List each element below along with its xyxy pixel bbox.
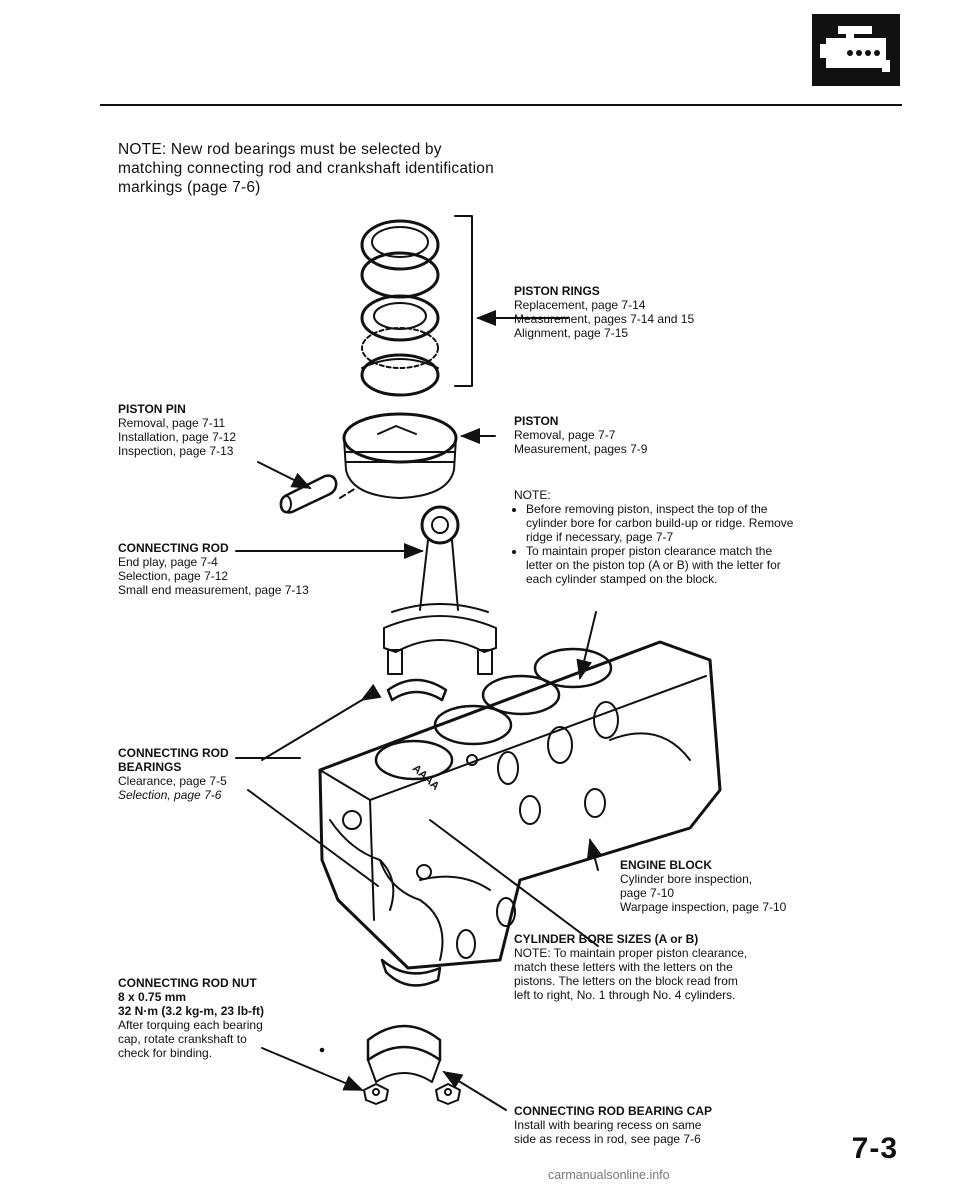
connecting-rod-drawing [383,505,497,675]
watermark: carmanualsonline.info [548,1168,670,1182]
piston-rings-label: PISTON RINGS Replacement, page 7-14 Meas… [514,284,695,340]
bearing-cap-label: CONNECTING ROD BEARING CAP Install with … [514,1104,713,1146]
engine-block-drawing [318,640,722,970]
piston-pin-drawing [279,474,338,514]
note-heading: NOTE: [514,488,551,502]
page-number: 7-3 [851,1132,898,1165]
piston-removal-note: NOTE: Before removing piston, inspect th… [514,488,794,586]
piston-pin-label: PISTON PIN Removal, page 7-11 Installati… [118,402,237,458]
header-rule [100,104,902,106]
engine-block-icon [812,14,900,86]
note-bullet: Before removing piston, inspect the top … [526,502,794,544]
note-bullet: To maintain proper piston clearance matc… [526,544,794,586]
top-note: NOTE: New rod bearings must be selected … [118,141,494,196]
engine-block-label: ENGINE BLOCK Cylinder bore inspection, p… [620,858,787,914]
piston-label: PISTON Removal, page 7-7 Measurement, pa… [514,414,648,456]
cylinder-bore-sizes-label: CYLINDER BORE SIZES (A or B) NOTE: To ma… [514,932,748,1002]
piston-drawing [342,412,458,499]
block-letters: AAAA [410,762,442,792]
rod-bearings-label: CONNECTING ROD BEARINGS Clearance, page … [118,746,229,802]
bearing-cap-drawing [363,1024,461,1105]
piston-rings-drawing [360,219,440,397]
rod-nut-label: CONNECTING ROD NUT 8 x 0.75 mm 32 N·m (3… [118,976,265,1060]
connecting-rod-label: CONNECTING ROD End play, page 7-4 Select… [118,541,309,597]
